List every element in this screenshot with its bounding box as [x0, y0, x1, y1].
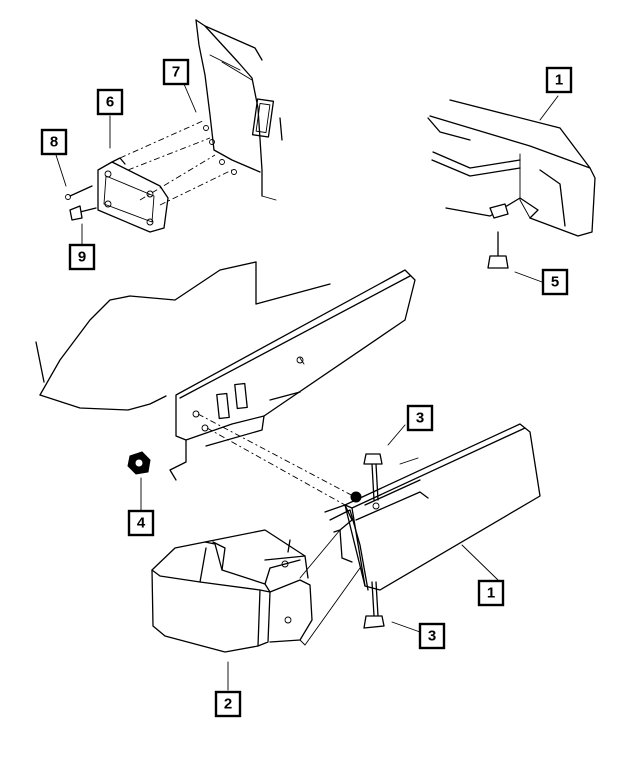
callout-5-label: 5: [551, 274, 559, 291]
bolt-3-upper: [363, 453, 383, 501]
callout-6-label: 6: [106, 94, 114, 111]
screw-8: [65, 185, 93, 200]
nut-4: [127, 451, 151, 475]
callout-7-label: 7: [172, 64, 180, 81]
screw-9: [69, 205, 97, 221]
body-outline: [35, 261, 331, 411]
license-plate-bracket: [97, 119, 237, 233]
callout-8: 8: [40, 128, 68, 156]
leader-lines: [55, 83, 559, 691]
callout-1-top: 1: [545, 66, 573, 94]
callout-2: 2: [214, 690, 242, 718]
callout-3-lower-label: 3: [428, 628, 436, 645]
bumper-bar: [324, 423, 541, 591]
callout-9: 9: [68, 243, 96, 271]
callout-1-bottom-label: 1: [487, 585, 495, 602]
callout-9-label: 9: [78, 249, 86, 266]
callout-4-label: 4: [137, 515, 146, 532]
frame-rail: [169, 269, 416, 506]
callout-8-label: 8: [50, 134, 58, 151]
callout-1-top-label: 1: [555, 72, 563, 89]
callout-7: 7: [162, 58, 190, 86]
rear-body-panel: [195, 19, 283, 201]
callout-3-lower: 3: [418, 622, 446, 650]
bolt-3-lower: [363, 581, 385, 629]
callout-1-bottom: 1: [477, 579, 505, 607]
callout-3-upper-label: 3: [416, 410, 424, 427]
callout-2-label: 2: [224, 696, 232, 713]
callout-3-upper: 3: [406, 404, 434, 432]
end-cap: [151, 529, 361, 653]
callout-5: 5: [541, 268, 569, 296]
callout-6: 6: [96, 88, 124, 116]
callout-4: 4: [127, 509, 155, 537]
frame-rail-detail: [427, 99, 596, 269]
